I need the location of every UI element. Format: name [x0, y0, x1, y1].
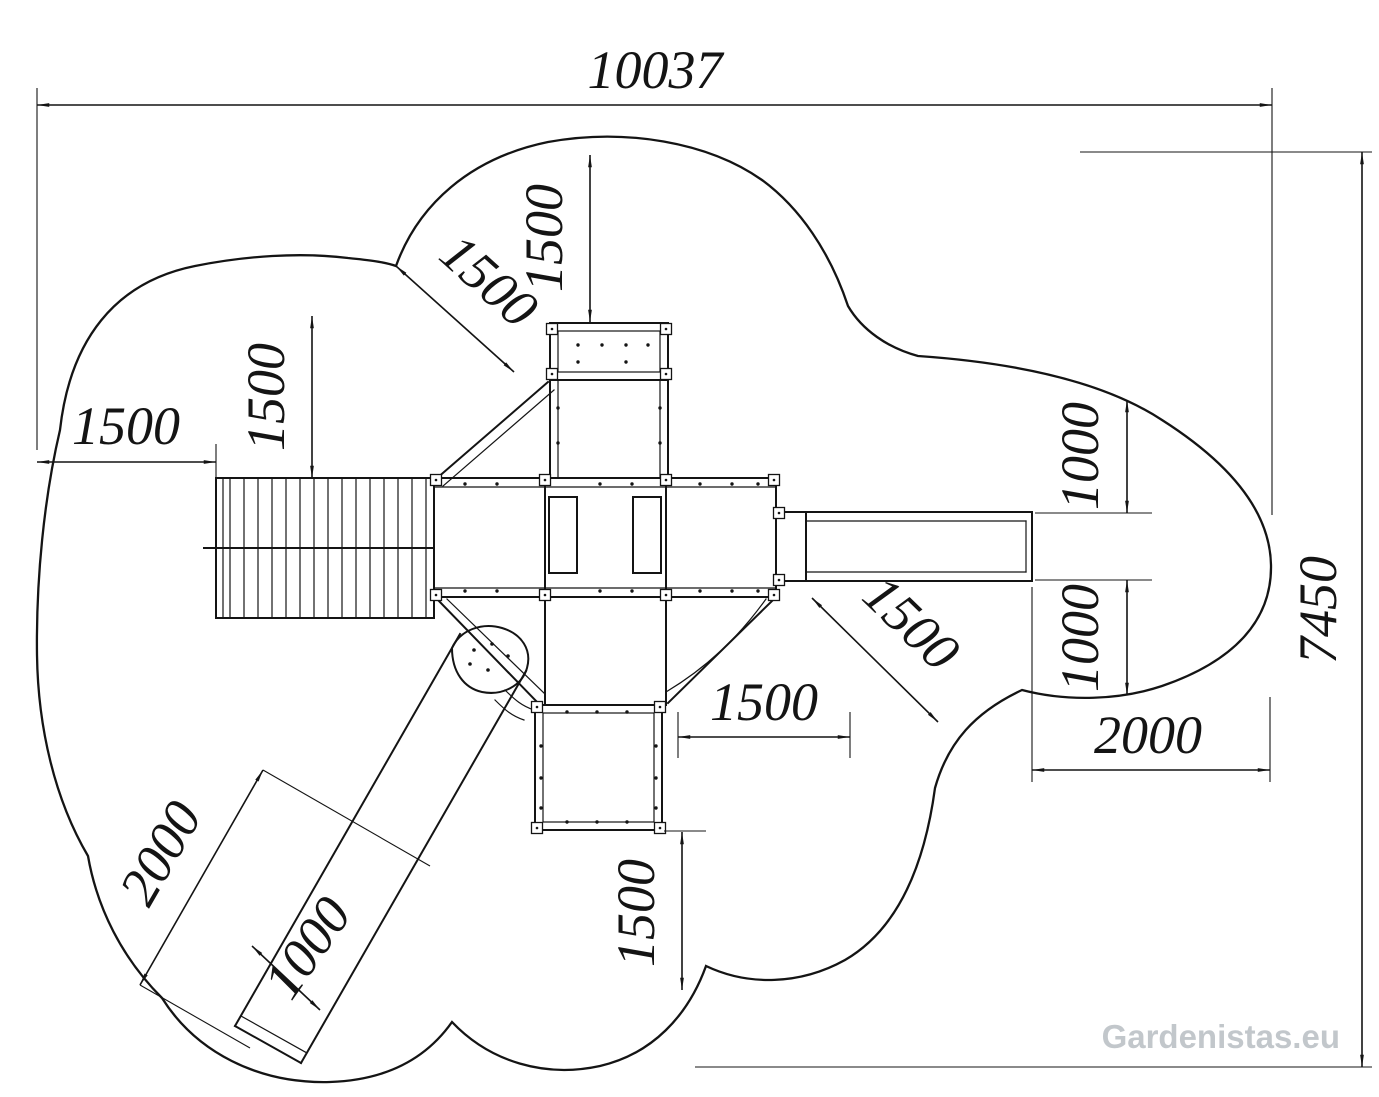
- dimension-label: 1000: [252, 886, 363, 1009]
- dimension-right-lower: 1000: [1035, 579, 1152, 695]
- dimension-bottom-right: 2000: [1031, 587, 1271, 782]
- dimension-overall-width: 10037: [36, 40, 1273, 515]
- dimension-label: 1500: [606, 859, 666, 967]
- dimension-right-upper: 1000: [1035, 400, 1152, 514]
- stairs: [203, 477, 435, 619]
- left-slide: [233, 632, 528, 1065]
- dimension-slide-end: 1000: [251, 886, 363, 1011]
- dimension-overall-height: 7450: [695, 151, 1372, 1068]
- dimension-label: 1500: [710, 672, 818, 732]
- main-deck: [433, 322, 777, 831]
- dimension-label: 1500: [514, 184, 574, 292]
- safety-zone-outline: [35, 135, 1273, 1084]
- dimension-label: 2000: [107, 791, 213, 915]
- dimension-label: 1500: [72, 396, 180, 456]
- dimension-slide-run: 2000: [107, 769, 431, 1049]
- dimension-top-center: 1500: [514, 155, 592, 322]
- dimension-left-horizontal: 1500: [37, 396, 217, 478]
- dimension-label: 7450: [1288, 556, 1348, 664]
- dimension-label: 10037: [588, 40, 725, 100]
- dimension-mid-horizontal: 1500: [677, 672, 851, 758]
- dimension-label: 1000: [1050, 402, 1110, 510]
- bolt-plates: [429, 322, 786, 835]
- dimension-label: 1000: [1050, 584, 1110, 692]
- playground-structure: [203, 322, 1033, 1065]
- dimension-left-vertical: 1500: [236, 316, 314, 478]
- climber: [450, 625, 535, 721]
- rivets: [463, 343, 760, 824]
- right-slide: [775, 511, 1033, 582]
- dimension-label: 1500: [236, 343, 296, 451]
- dimension-mid-diagonal: 1500: [811, 564, 971, 723]
- dimension-bottom-center: 1500: [606, 830, 706, 990]
- watermark: Gardenistas.eu: [1102, 1018, 1340, 1055]
- dimension-label: 2000: [1094, 705, 1202, 765]
